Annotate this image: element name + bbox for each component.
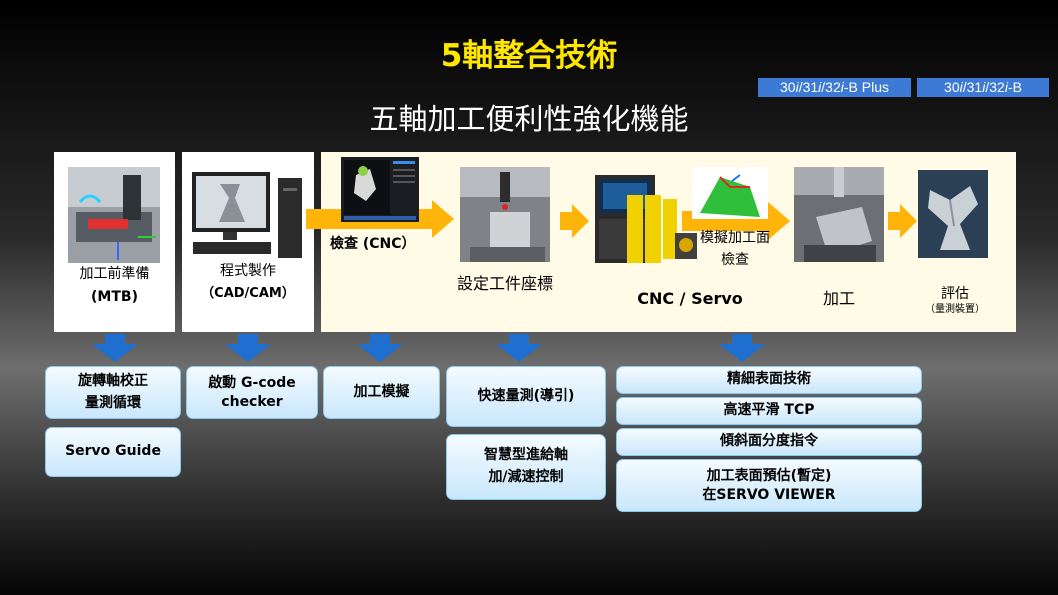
version-tag-plus: 30i/31i/32i-B Plus xyxy=(758,78,911,97)
box-smart-feed-line2: 加/減速控制 xyxy=(488,467,563,489)
down-arrow-cam xyxy=(223,334,273,362)
step-mtb-label-2: (MTB) xyxy=(54,289,175,307)
box-rotary-calibration-line1: 旋轉軸校正 xyxy=(78,371,148,393)
cnc-servo-image xyxy=(595,175,700,263)
box-smart-feed-line1: 智慧型進給軸 xyxy=(484,445,568,467)
step-cam-label-1: 程式製作 xyxy=(182,263,314,281)
computer-image xyxy=(188,170,308,262)
workpiece-probe-image xyxy=(460,167,550,262)
box-gcode-checker-line1: 啟動 G-code xyxy=(208,374,296,392)
step-mtb-label-1: 加工前準備 xyxy=(54,266,175,284)
box-fine-surface: 精細表面技術 xyxy=(616,366,922,394)
down-arrow-check xyxy=(355,334,405,362)
box-tilted-plane-index: 傾斜面分度指令 xyxy=(616,428,922,456)
step-sim-check-label-1: 模擬加工面 xyxy=(685,230,785,248)
box-gcode-checker-line2: checker xyxy=(221,393,282,411)
box-surface-evaluation-line1: 加工表面預估(暫定) xyxy=(707,467,832,485)
step-sim-check-label-2: 檢查 xyxy=(685,252,785,270)
arrow-to-cnc xyxy=(560,204,590,238)
step-evaluate-label-1: 評估 xyxy=(910,286,1000,304)
surface-simulation-image xyxy=(692,167,768,219)
step-machining-label: 加工 xyxy=(794,289,884,309)
step-cam-label-2: （CAD/CAM） xyxy=(182,286,314,302)
step-evaluate-label-2: （量測裝置） xyxy=(905,304,1005,317)
arrow-to-evaluate xyxy=(888,204,918,238)
box-high-speed-tcp: 高速平滑 TCP xyxy=(616,397,922,425)
box-surface-evaluation: 加工表面預估(暫定) 在SERVO VIEWER xyxy=(616,459,922,512)
box-servo-guide: Servo Guide xyxy=(45,427,181,477)
finished-part-image xyxy=(918,170,988,258)
down-arrow-mtb xyxy=(90,334,140,362)
step-cnc-servo-label: CNC / Servo xyxy=(620,289,760,309)
box-fast-measurement: 快速量測(導引) xyxy=(446,366,606,427)
down-arrow-workpiece xyxy=(494,334,544,362)
box-smart-feed: 智慧型進給軸 加/減速控制 xyxy=(446,434,606,500)
slide-subtitle: 五軸加工便利性強化機能 xyxy=(0,96,1058,138)
machining-image xyxy=(794,167,884,262)
machine-tool-image xyxy=(68,167,160,263)
slide-title: 5軸整合技術 xyxy=(0,30,1058,75)
box-gcode-checker: 啟動 G-code checker xyxy=(186,366,318,419)
down-arrow-cnc-servo xyxy=(717,334,767,362)
box-rotary-calibration-line2: 量測循環 xyxy=(85,393,141,415)
box-surface-evaluation-line2: 在SERVO VIEWER xyxy=(702,486,835,504)
version-tag: 30i/31i/32i-B xyxy=(917,78,1049,97)
box-rotary-calibration: 旋轉軸校正 量測循環 xyxy=(45,366,181,419)
cnc-screen-image xyxy=(341,157,419,222)
step-workpiece-label: 設定工件座標 xyxy=(440,274,570,294)
box-machining-simulation: 加工模擬 xyxy=(323,366,440,419)
step-check-cnc-label: 檢查 (CNC） xyxy=(330,236,430,254)
